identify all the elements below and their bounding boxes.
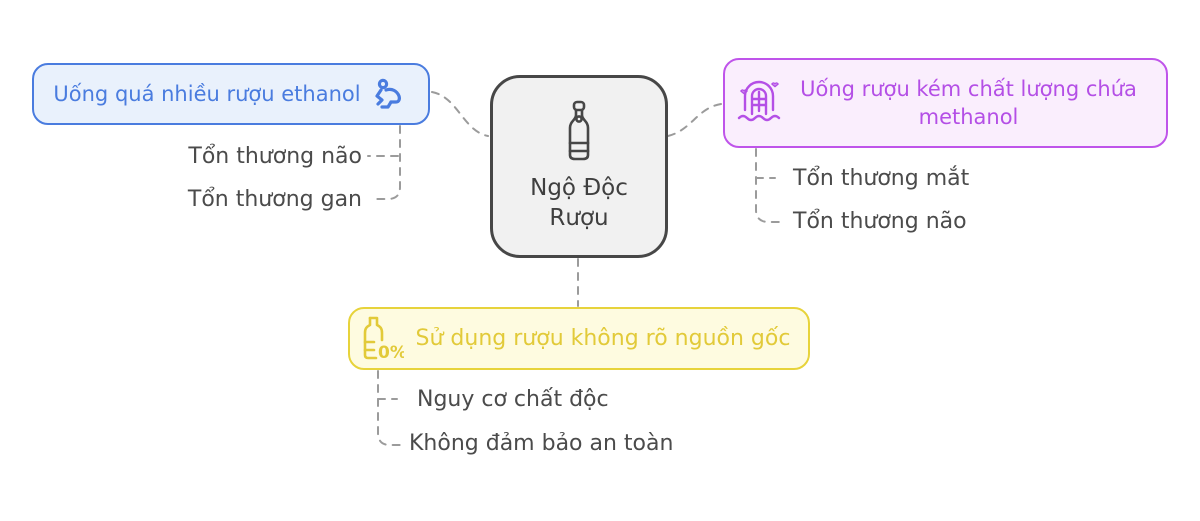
branch-label-ethanol: Uống quá nhiều rượu ethanol — [53, 82, 361, 106]
connector-origin-children-spine — [377, 370, 404, 446]
wine-bottle-icon — [557, 100, 601, 166]
child-label-toxin-risk[interactable]: Nguy cơ chất độc — [417, 387, 609, 412]
branch-node-ethanol[interactable]: Uống quá nhiều rượu ethanol — [32, 63, 430, 125]
connector-root-to-methanol — [667, 103, 722, 137]
crawling-person-icon — [371, 78, 409, 110]
child-label-eye-damage[interactable]: Tổn thương mắt — [793, 166, 970, 191]
fountain-gate-icon — [737, 78, 781, 128]
root-node[interactable]: Ngộ Độc Rượu — [490, 75, 668, 258]
branch-node-origin[interactable]: 0% Sử dụng rượu không rõ nguồn gốc — [348, 307, 810, 370]
child-label-not-safe[interactable]: Không đảm bảo an toàn — [409, 431, 674, 456]
zero-percent-label: 0% — [378, 343, 404, 363]
zero-percent-bottle-icon: 0% — [360, 314, 404, 364]
root-label: Ngộ Độc Rượu — [530, 174, 628, 231]
child-label-liver-damage[interactable]: Tổn thương gan — [187, 187, 362, 212]
branch-node-methanol[interactable]: Uống rượu kém chất lượng chứa methanol — [723, 58, 1168, 148]
connector-ethanol-children-spine — [376, 125, 401, 200]
branch-label-methanol: Uống rượu kém chất lượng chứa methanol — [800, 76, 1137, 129]
child-label-brain-damage-right[interactable]: Tổn thương não — [793, 209, 967, 234]
connector-methanol-children-spine — [755, 148, 780, 223]
connector-ethanol-to-root — [431, 91, 489, 137]
child-label-brain-damage-left[interactable]: Tổn thương não — [188, 144, 362, 169]
branch-label-origin: Sử dụng rượu không rõ nguồn gốc — [415, 326, 791, 351]
